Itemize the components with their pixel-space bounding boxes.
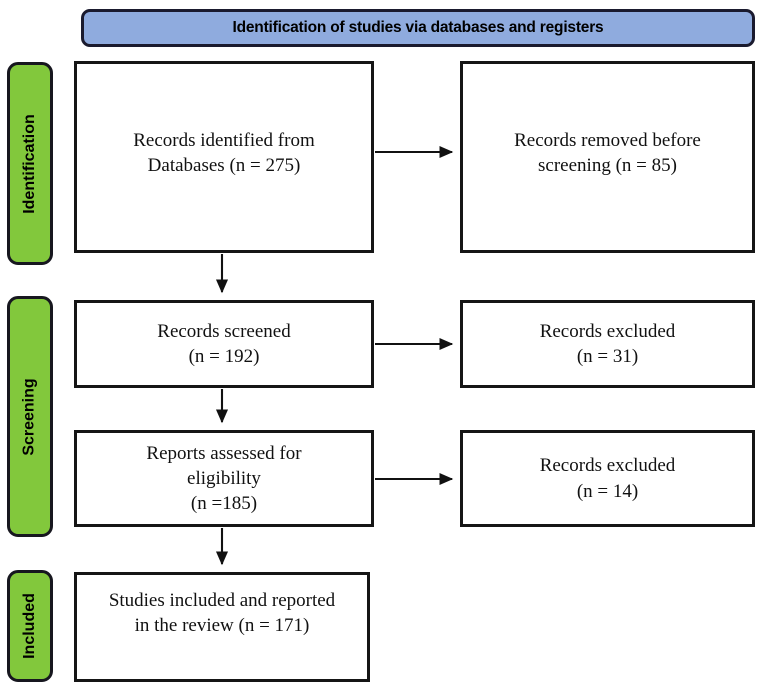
phase-bar-label-included: Included [21,593,38,659]
phase-bar-label-identification: Identification [21,113,38,214]
stage-banner-label: Identification of studies via databases … [232,19,604,36]
flow-box-text-records-removed: Records removed before screening (n = 85… [514,129,701,176]
flow-box-text-records-excluded-eligibility: Records excluded (n = 14) [539,455,676,502]
stage-banner-identification: Identification of studies via databases … [81,9,755,47]
flow-box-text-studies-included: Studies included and reported in the rev… [108,589,336,636]
flow-box-studies-included: Studies included and reported in the rev… [74,572,370,682]
flow-box-text-records-screened: Records screened (n = 192) [157,320,291,367]
flow-box-text-reports-assessed: Reports assessed for eligibility (n =185… [146,442,302,515]
flow-box-records-removed: Records removed before screening (n = 85… [460,61,755,253]
flow-box-records-excluded-eligibility: Records excluded (n = 14) [460,430,755,527]
phase-bar-screening: Screening [7,296,53,537]
flow-box-records-screened: Records screened (n = 192) [74,300,374,388]
phase-bar-included: Included [7,570,53,682]
flow-box-records-identified: Records identified from Databases (n = 2… [74,61,374,253]
phase-bar-identification: Identification [7,62,53,265]
flow-box-reports-assessed: Reports assessed for eligibility (n =185… [74,430,374,527]
flow-box-records-excluded-screening: Records excluded (n = 31) [460,300,755,388]
flow-box-text-records-identified: Records identified from Databases (n = 2… [133,129,315,176]
flow-box-text-records-excluded-screening: Records excluded (n = 31) [539,320,676,367]
phase-bar-label-screening: Screening [21,377,39,456]
